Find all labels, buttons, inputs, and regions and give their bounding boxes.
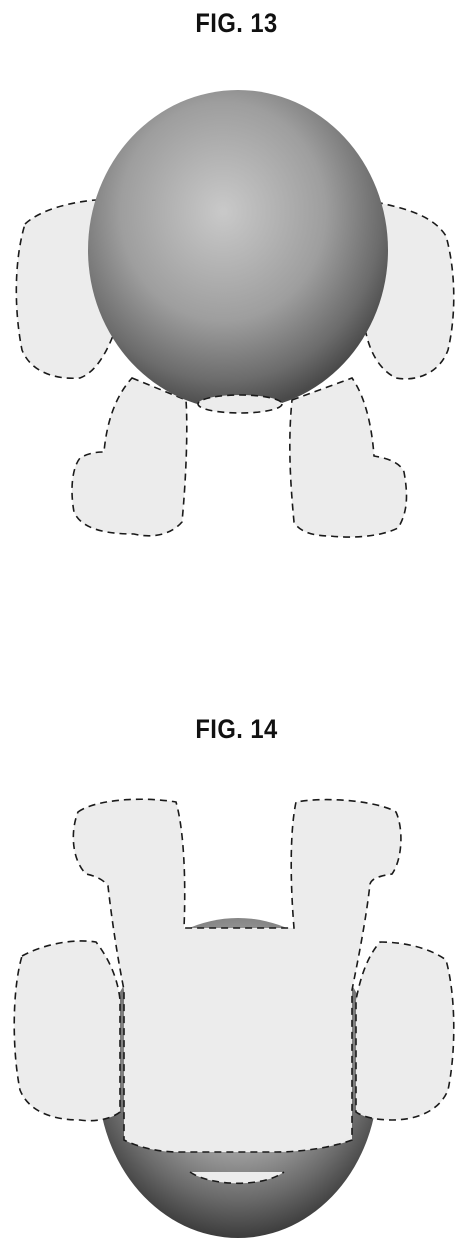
figure-14-drawing xyxy=(0,760,473,1240)
left-leg-outline xyxy=(72,378,187,536)
right-arm-outline xyxy=(356,942,454,1120)
right-leg-outline xyxy=(290,378,407,537)
sphere-body xyxy=(88,90,388,410)
left-arm-outline xyxy=(14,941,120,1121)
figure-13-title: FIG. 13 xyxy=(28,8,444,39)
figure-13-drawing xyxy=(0,60,473,560)
figure-14-title: FIG. 14 xyxy=(28,714,444,745)
bottom-opening-outline xyxy=(198,395,282,413)
